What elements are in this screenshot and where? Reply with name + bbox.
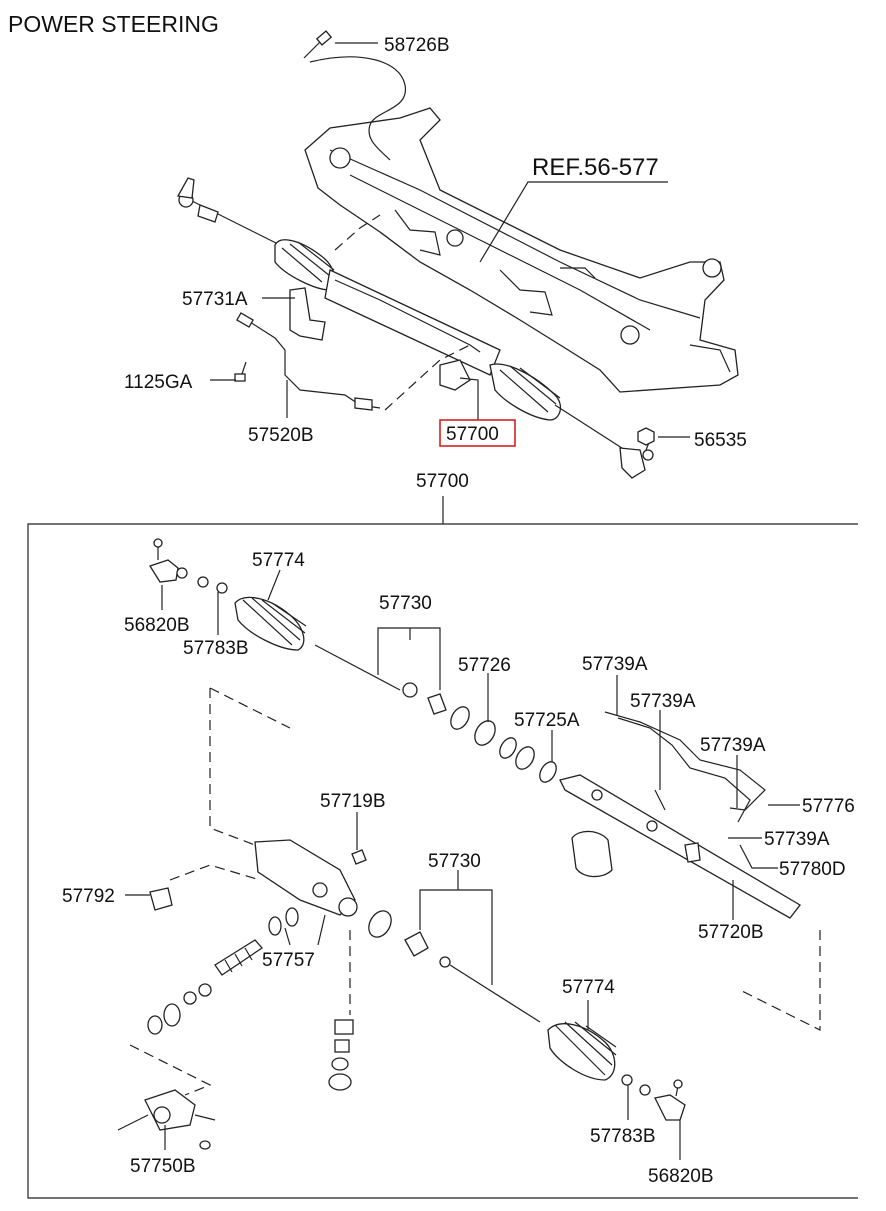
part-label-57739A-1: 57739A (582, 654, 648, 675)
boot-57774-upper (234, 596, 307, 651)
ring-lower (368, 910, 429, 957)
part-label-57700-highlighted: 57700 (446, 424, 499, 445)
bolt-1125GA (234, 361, 247, 382)
valve-housing (254, 839, 367, 917)
nut-56535 (637, 427, 655, 446)
part-label-57730-upper: 57730 (379, 593, 432, 614)
leader-57700-box (459, 377, 479, 420)
rack-housing-57720B (559, 774, 801, 919)
part-label-57774-upper: 57774 (252, 550, 305, 571)
part-label-57725A: 57725A (514, 710, 580, 731)
bracket-57731A (289, 287, 326, 341)
part-label-57726: 57726 (458, 655, 511, 676)
part-label-57700: 57700 (416, 471, 469, 492)
part-label-57757: 57757 (262, 950, 315, 971)
diagram-title: POWER STEERING (8, 11, 219, 37)
leader-57774-upper (267, 569, 281, 601)
part-label-57719B: 57719B (320, 791, 386, 812)
part-label-57783B-lower: 57783B (590, 1126, 656, 1147)
upper-hose (303, 30, 406, 161)
part-label-57731A: 57731A (182, 289, 248, 310)
yoke-parts (328, 1019, 354, 1091)
highlight-box (439, 419, 516, 447)
bushing (571, 830, 613, 878)
part-label-58726B: 58726B (384, 35, 450, 56)
tie-rod-end-right (621, 1074, 686, 1121)
part-label-57792: 57792 (62, 886, 115, 907)
exploded-view-frame (27, 523, 858, 1199)
seal-57792 (149, 887, 173, 911)
part-label-57739A-3: 57739A (700, 735, 766, 756)
part-label-56535: 56535 (694, 430, 747, 451)
leader-57730-upper (377, 627, 441, 690)
subframe-crossmember (304, 107, 739, 393)
feed-lines-57776 (604, 711, 766, 823)
part-label-56820B-upper: 56820B (124, 615, 190, 636)
part-label-57776: 57776 (802, 796, 855, 817)
part-label-57720B: 57720B (698, 922, 764, 943)
pipe-57520B (236, 312, 381, 411)
boot-57774-lower (547, 1021, 617, 1081)
part-label-57783B-upper: 57783B (183, 638, 249, 659)
leader-57757 (284, 914, 326, 946)
ref-label: REF.56-577 (532, 154, 659, 181)
pinion-shaft (147, 939, 263, 1035)
part-label-57774-lower: 57774 (562, 977, 615, 998)
part-label-56820B-lower: 56820B (648, 1166, 714, 1187)
leader-57780D (739, 844, 778, 869)
tie-rod-57730-upper (314, 644, 447, 715)
leader-57730-lower (419, 870, 493, 985)
rings-57726 (450, 706, 557, 783)
part-label-57780D: 57780D (779, 859, 846, 880)
tie-rod-57730-lower (439, 956, 541, 1023)
part-label-57520B: 57520B (248, 425, 314, 446)
part-label-57750B: 57750B (130, 1156, 196, 1177)
part-label-57730-lower: 57730 (428, 851, 481, 872)
steering-rack-assembly (176, 177, 654, 479)
part-label-57739A-4: 57739A (764, 829, 830, 850)
cover-57750B (117, 1089, 216, 1150)
part-label-1125GA: 1125GA (124, 372, 193, 393)
part-label-57739A-2: 57739A (630, 691, 696, 712)
tie-rod-end-left (149, 538, 228, 594)
seals-57757 (268, 907, 299, 936)
leader-ref (479, 181, 668, 263)
